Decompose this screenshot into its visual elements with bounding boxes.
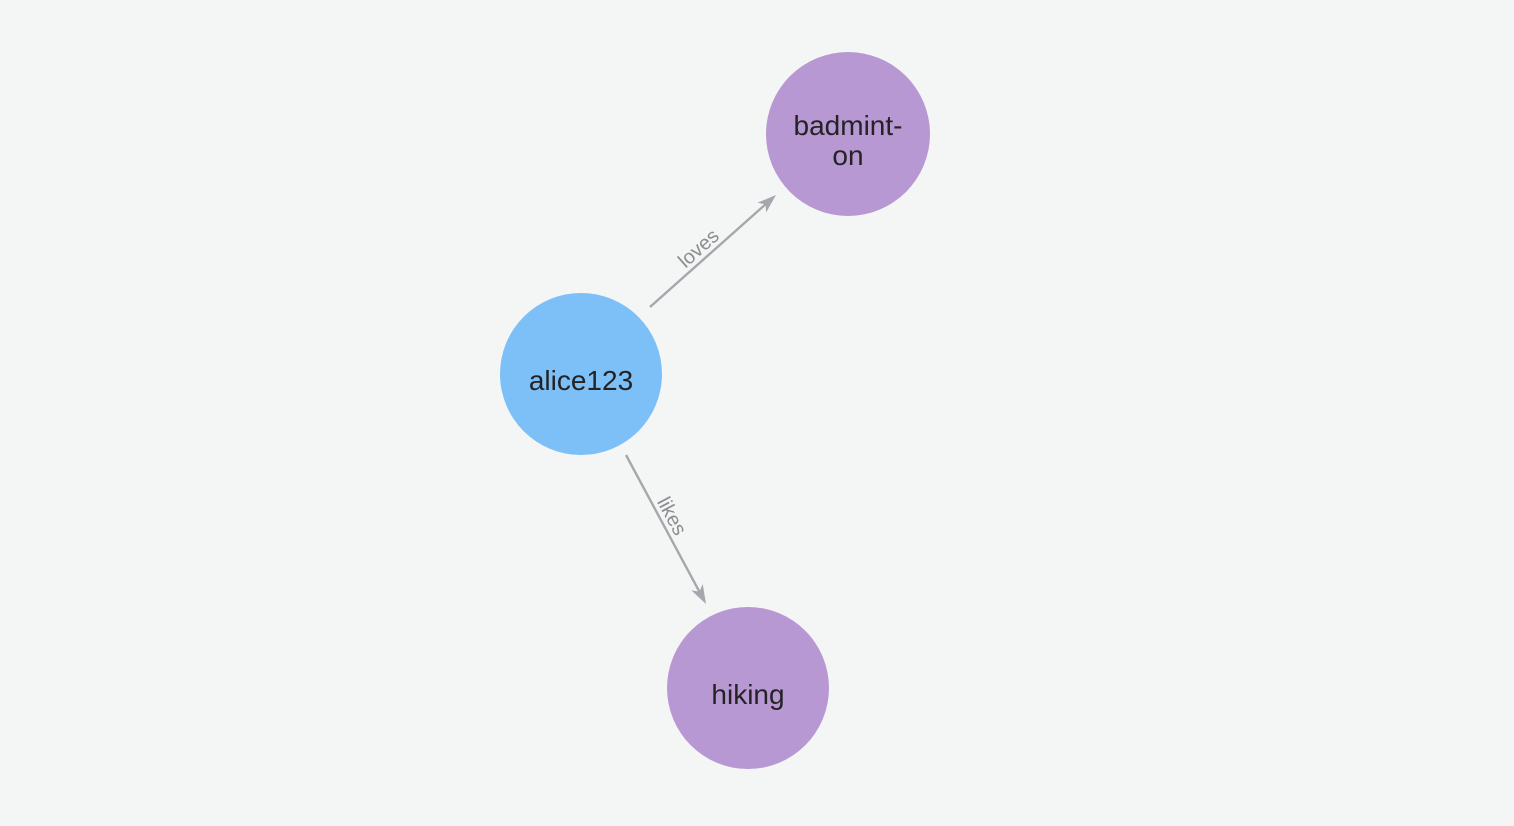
edge-line bbox=[649, 202, 768, 308]
node-label: alice123 bbox=[529, 365, 633, 396]
node-label-line: on bbox=[832, 140, 863, 171]
node-label-line: hiking bbox=[711, 679, 784, 710]
graph-edge[interactable]: loves bbox=[649, 195, 776, 308]
graph-node[interactable]: badmint-on bbox=[766, 52, 930, 216]
node-label-line: alice123 bbox=[529, 365, 633, 396]
graph-edge[interactable]: likes bbox=[624, 454, 706, 604]
node-circle bbox=[500, 293, 662, 455]
node-label: hiking bbox=[711, 679, 784, 710]
node-circle bbox=[667, 607, 829, 769]
node-circle bbox=[766, 52, 930, 216]
node-label: badmint-on bbox=[794, 110, 903, 171]
graph-node[interactable]: hiking bbox=[667, 607, 829, 769]
edge-arrowhead bbox=[691, 584, 706, 604]
node-label-line: badmint- bbox=[794, 110, 903, 141]
edge-arrowhead bbox=[757, 195, 776, 213]
edge-line bbox=[624, 454, 702, 594]
graph-node[interactable]: alice123 bbox=[500, 293, 662, 455]
